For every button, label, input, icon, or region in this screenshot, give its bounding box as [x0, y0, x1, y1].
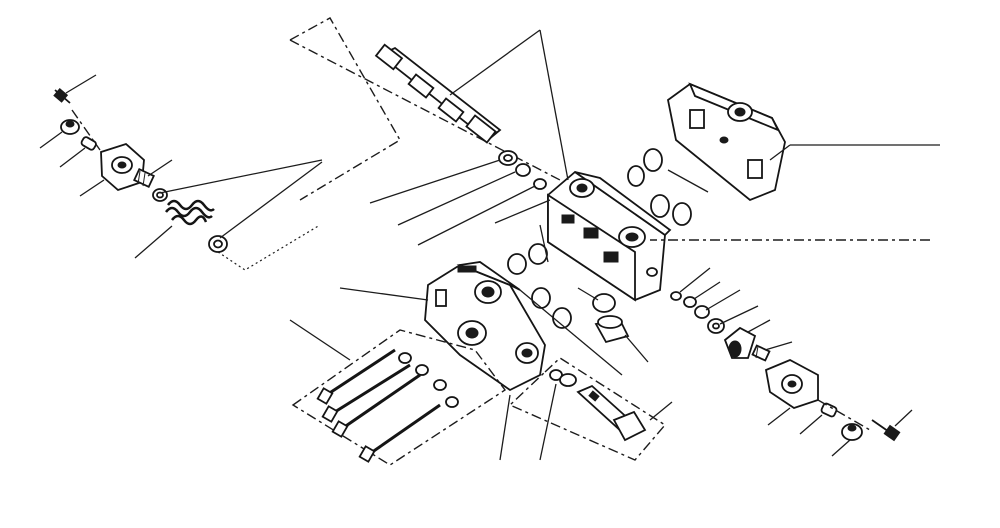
part-24-pin-left — [80, 136, 97, 151]
part-5-spool — [374, 43, 502, 144]
right-rings — [670, 291, 725, 334]
part-17-tie-bolts — [291, 329, 507, 466]
part-25-cylinder — [723, 326, 757, 359]
part-7-end-cap — [667, 82, 786, 202]
part-23-cap-nut-left — [60, 119, 80, 135]
leader-lines — [39, 29, 940, 461]
left-washer — [152, 188, 168, 202]
part-6-orings-lower — [507, 243, 572, 329]
left-end-washer — [208, 235, 228, 253]
part-23-cap-nut-right — [841, 423, 863, 441]
left-assembly-line-3 — [289, 39, 561, 181]
part-8-valve-body — [547, 170, 672, 302]
right-assembly-line — [817, 399, 871, 431]
left-assembly-line-2 — [289, 17, 401, 201]
part-2-cap-right — [764, 359, 819, 409]
part-1-screw-right — [871, 419, 901, 442]
part-1-screw-left — [53, 88, 71, 104]
part-6-orings-upper — [627, 148, 692, 226]
part-14-15-rings — [549, 369, 577, 387]
part-2-cap-left — [100, 142, 145, 192]
part-19-plug — [594, 315, 630, 344]
left-cap-group — [53, 88, 228, 253]
part-18-section-body — [424, 261, 546, 392]
left-assembly-line-1 — [71, 109, 101, 151]
part-24-pin-right — [820, 402, 838, 418]
part-13-relief-valve — [508, 357, 667, 461]
part-20-spring — [165, 199, 215, 226]
spool-rings — [498, 150, 547, 190]
left-assembly-dots — [217, 224, 321, 271]
part-16-oring — [592, 293, 616, 313]
part-3-fitting-left — [133, 167, 155, 189]
part-3-fitting-right — [751, 344, 771, 362]
